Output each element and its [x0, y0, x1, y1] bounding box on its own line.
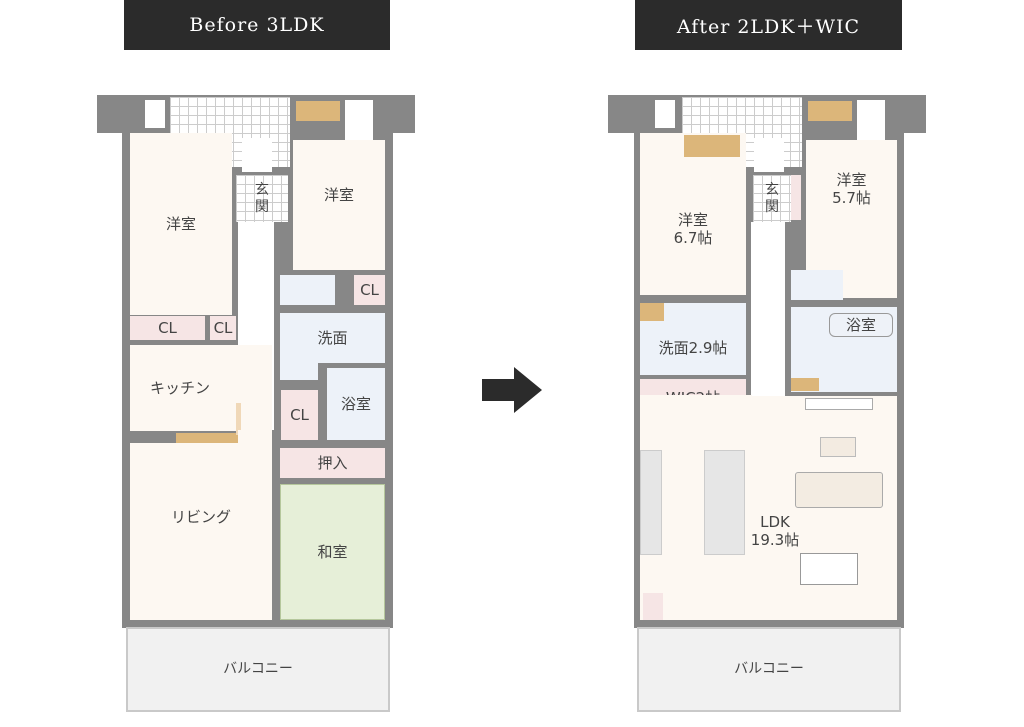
room-label: 洗面	[317, 329, 348, 347]
room-label: バルコニー	[223, 661, 293, 678]
closet-oshiire: 押入	[280, 448, 385, 478]
ldk-ext	[640, 395, 752, 398]
room-label: キッチン	[149, 379, 210, 397]
room-label: LDK 19.3帖	[750, 513, 800, 549]
balcony: バルコニー	[126, 627, 390, 712]
shoe-closet	[791, 175, 801, 220]
room-label: 洋室	[323, 186, 354, 204]
closet: CL	[210, 316, 236, 340]
room-label: 洗面2.9帖	[658, 339, 728, 357]
counter-edge	[236, 403, 241, 435]
meter-box	[655, 100, 675, 128]
room-label: 和室	[317, 543, 348, 561]
ldk: LDK 19.3帖	[640, 396, 897, 620]
kitchen-counter	[640, 450, 662, 555]
entrance-door	[242, 138, 272, 172]
entrance: 玄 関	[753, 175, 791, 222]
toilet	[791, 270, 843, 300]
sofa	[795, 472, 883, 508]
washroom: 洗面	[280, 313, 385, 363]
before-title: Before 3LDK	[124, 0, 390, 50]
washroom: 洗面2.9帖	[640, 303, 746, 375]
closet: CL	[281, 390, 318, 440]
room-label: 玄 関	[255, 181, 269, 215]
meter-box	[345, 100, 373, 140]
room-label: 玄 関	[765, 181, 779, 215]
meter-box	[857, 100, 885, 140]
closet	[643, 593, 663, 620]
room-label: 浴室	[340, 395, 371, 413]
shelf	[296, 101, 340, 121]
room-label: CL	[290, 406, 309, 424]
bathroom: 浴室	[829, 313, 893, 337]
after-title: After 2LDK＋WIC	[635, 0, 902, 50]
room-label: バルコニー	[734, 661, 804, 678]
room-label: 押入	[317, 454, 348, 472]
tv-board	[805, 398, 873, 410]
closet: CL	[354, 275, 385, 305]
entrance: 玄 関	[236, 175, 288, 222]
corridor	[751, 222, 785, 422]
balcony: バルコニー	[637, 627, 901, 712]
right-arrow-icon	[482, 367, 542, 413]
bathroom: 浴室	[327, 368, 385, 440]
room-label: リビング	[170, 507, 231, 526]
shelf	[808, 101, 852, 121]
meter-box	[145, 100, 165, 128]
room-label: 洋室	[165, 215, 196, 233]
room-label: CL	[360, 281, 379, 299]
entrance-door	[754, 138, 784, 172]
counter	[176, 433, 238, 443]
room-label: 洋室 6.7帖	[673, 211, 713, 247]
closet: CL	[130, 316, 205, 340]
washroom-ext	[280, 360, 318, 380]
living-ext	[238, 430, 272, 445]
toilet	[280, 275, 335, 305]
coffee-table	[820, 437, 856, 457]
shelf	[791, 378, 819, 391]
kitchen: キッチン	[130, 345, 272, 431]
room-label: CL	[213, 319, 233, 337]
room-western-right: 洋室	[293, 140, 385, 270]
living: リビング	[130, 443, 272, 620]
shelf	[640, 303, 664, 321]
closet-shelf	[684, 135, 740, 157]
room-western-left: 洋室	[130, 133, 232, 315]
japanese-room: 和室	[280, 484, 385, 620]
room-label: 洋室 5.7帖	[832, 171, 871, 207]
room-label: CL	[158, 319, 177, 337]
kitchen-island	[704, 450, 745, 555]
room-western-left: 洋室 6.7帖	[640, 133, 746, 295]
dining-table	[800, 553, 858, 585]
